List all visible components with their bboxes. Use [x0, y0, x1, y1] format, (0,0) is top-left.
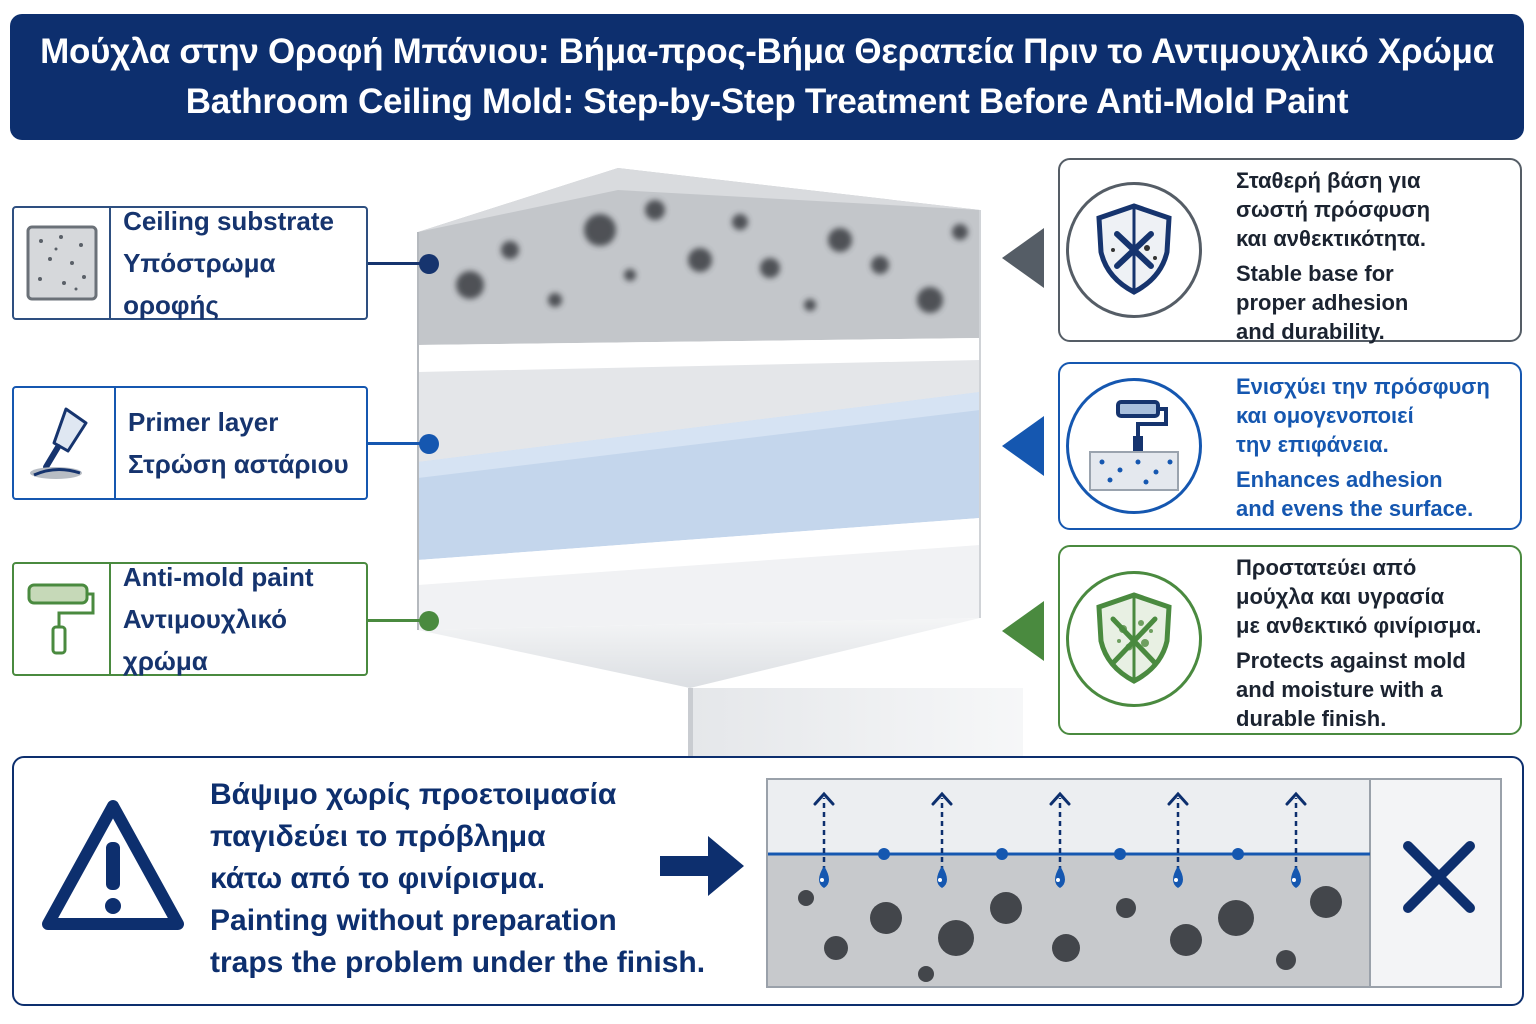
- benefit-text-en-3: and durability.: [1236, 319, 1385, 344]
- trapped-moisture-illustration: [766, 778, 1502, 988]
- marker-substrate: [419, 254, 439, 274]
- anti-mold-paint-layer: [418, 545, 980, 630]
- warning-text-el-3: κάτω από το φινίρισμα.: [210, 862, 546, 895]
- layer-label-en: Primer layer: [128, 407, 279, 437]
- benefit-card-primer: Ενισχύει την πρόσφυση και ομογενοποιεί τ…: [1058, 362, 1522, 530]
- connector-paint: [368, 619, 430, 622]
- benefit-text-el-1: Σταθερή βάση για: [1236, 168, 1421, 193]
- layer-label-en: Ceiling substrate: [123, 206, 334, 236]
- primer-layer: [418, 392, 980, 560]
- benefit-text-el-1: Προστατεύει από: [1236, 555, 1417, 580]
- marker-primer: [419, 434, 439, 454]
- warning-icon: [42, 800, 184, 930]
- putty-knife-icon: [30, 407, 88, 479]
- paint-roller-surface-icon: [1089, 400, 1179, 491]
- benefit-text-en-2: and evens the surface.: [1236, 496, 1474, 521]
- layer-label-el: Υπόστρωμα οροφής: [123, 248, 276, 320]
- cross-icon: [1403, 841, 1475, 913]
- benefit-text-en-2: and moisture with a: [1236, 677, 1443, 702]
- benefit-text-el-2: μούχλα και υγρασία: [1236, 584, 1445, 609]
- warning-text-en-2: traps the problem under the finish.: [210, 946, 706, 979]
- label-primer-layer: Primer layer Στρώση αστάριου: [12, 386, 368, 500]
- pointer-arrow-substrate: [1002, 228, 1044, 288]
- connector-primer: [368, 442, 430, 445]
- title-greek: Μούχλα στην Οροφή Μπάνιου: Βήμα-προς-Βήμ…: [40, 32, 1494, 71]
- benefit-text-en-2: proper adhesion: [1236, 290, 1409, 315]
- benefit-text-en-1: Protects against mold: [1236, 648, 1466, 673]
- benefit-text-el-2: σωστή πρόσφυση: [1236, 197, 1431, 222]
- layer-label-el: Αντιμουχλικό χρώμα: [122, 604, 288, 676]
- warning-text-en-1: Painting without preparation: [210, 904, 617, 937]
- connector-substrate: [368, 262, 430, 265]
- pointer-arrow-paint: [1002, 601, 1044, 661]
- mold-shield-icon: [1096, 592, 1172, 684]
- warning-text-el-2: παγιδεύει το πρόβλημα: [210, 820, 546, 853]
- benefit-text-el-3: και ανθεκτικότητα.: [1236, 226, 1427, 251]
- benefit-text-el-2: και ομογενοποιεί: [1236, 403, 1414, 428]
- title-english: Bathroom Ceiling Mold: Step-by-Step Trea…: [185, 82, 1349, 121]
- benefit-text-el-3: την επιφάνεια.: [1236, 432, 1389, 457]
- label-anti-mold-paint: Anti-mold paint Αντιμουχλικό χρώμα: [12, 562, 368, 676]
- right-arrow-icon: [660, 836, 744, 896]
- benefit-card-substrate: Σταθερή βάση για σωστή πρόσφυση και ανθε…: [1058, 158, 1522, 344]
- layer-label-el: Στρώση αστάριου: [128, 449, 349, 479]
- shield-icon: [1096, 203, 1172, 295]
- label-ceiling-substrate: Ceiling substrate Υπόστρωμα οροφής: [12, 206, 368, 320]
- benefit-text-en-3: durable finish.: [1236, 706, 1387, 731]
- substrate-texture-icon: [26, 225, 98, 301]
- benefit-text-el-1: Ενισχύει την πρόσφυση: [1236, 374, 1490, 399]
- benefit-text-en-1: Stable base for: [1236, 261, 1394, 286]
- marker-paint: [419, 611, 439, 631]
- warning-text-el-1: Βάψιμο χωρίς προετοιμασία: [210, 778, 617, 811]
- pointer-arrow-primer: [1002, 416, 1044, 476]
- benefit-text-el-3: με ανθεκτικό φινίρισμα.: [1236, 613, 1482, 638]
- header-banner: Μούχλα στην Οροφή Μπάνιου: Βήμα-προς-Βήμ…: [10, 14, 1524, 140]
- warning-panel: Βάψιμο χωρίς προετοιμασία παγιδεύει το π…: [12, 756, 1524, 1006]
- benefit-text-en-1: Enhances adhesion: [1236, 467, 1443, 492]
- benefit-card-paint: Προστατεύει από μούχλα και υγρασία με αν…: [1058, 545, 1522, 735]
- paint-roller-icon: [27, 583, 95, 655]
- layer-label-en: Anti-mold paint: [122, 562, 314, 592]
- layer-stack-illustration: [417, 168, 1023, 760]
